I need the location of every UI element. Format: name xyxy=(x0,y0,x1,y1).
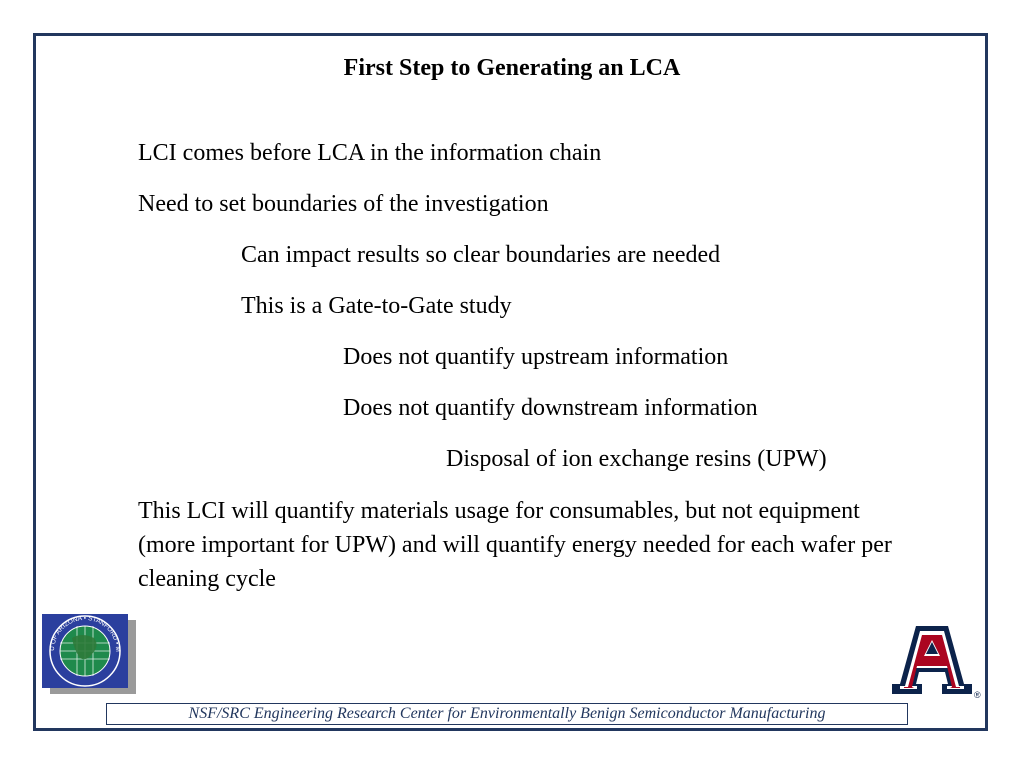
erc-seal-logo: U OF ARIZONA • STANFORD • MIT • UC BERKE… xyxy=(42,614,128,688)
bullet-level3: Does not quantify upstream information xyxy=(343,344,729,370)
bullet-level1: Need to set boundaries of the investigat… xyxy=(138,191,549,217)
slide-frame xyxy=(33,33,988,731)
bullet-level4: Disposal of ion exchange resins (UPW) xyxy=(446,446,827,472)
bullet-level3: Does not quantify downstream information xyxy=(343,395,758,421)
registered-mark: ® xyxy=(974,690,981,700)
ua-block-a-logo: ® xyxy=(886,620,982,702)
bullet-level1: LCI comes before LCA in the information … xyxy=(138,140,602,166)
bullet-level2: Can impact results so clear boundaries a… xyxy=(241,242,721,268)
slide-title: First Step to Generating an LCA xyxy=(343,55,681,81)
summary-paragraph: This LCI will quantify materials usage f… xyxy=(138,498,892,592)
footer-banner: NSF/SRC Engineering Research Center for … xyxy=(106,703,908,725)
bullet-level2: This is a Gate-to-Gate study xyxy=(241,293,512,319)
